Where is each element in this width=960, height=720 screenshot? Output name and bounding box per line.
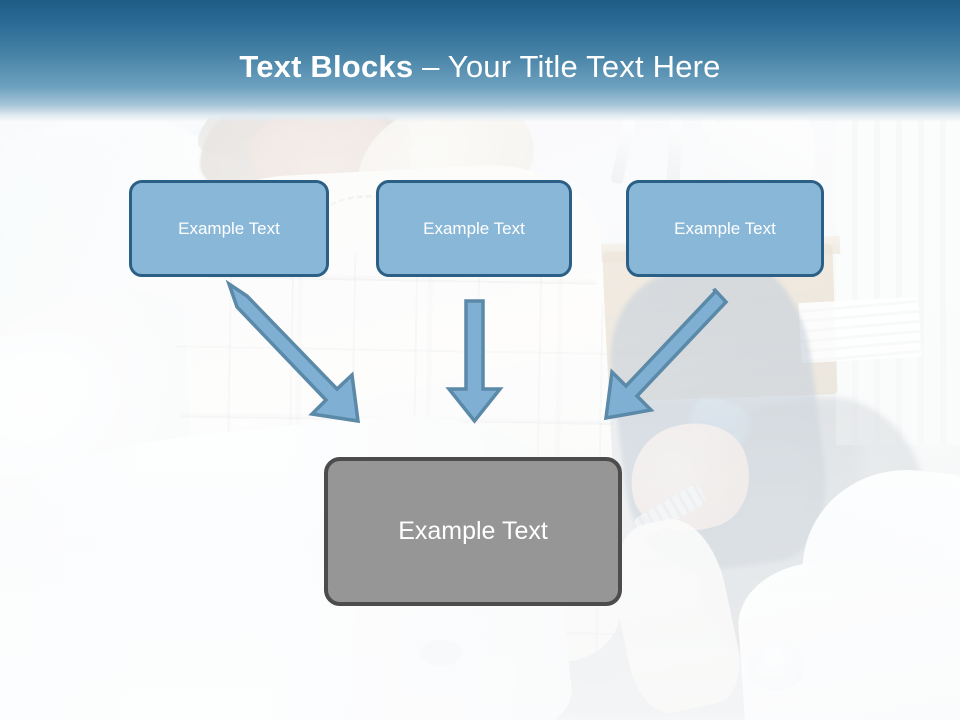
photo-towel-fold (734, 552, 960, 720)
text-block-3[interactable]: Example Text (626, 180, 824, 277)
page-title-separator: – (413, 49, 448, 84)
photo-chair-dimple (420, 640, 462, 666)
slide-header-band (0, 0, 960, 122)
text-block-summary[interactable]: Example Text (324, 457, 622, 606)
text-block-2[interactable]: Example Text (376, 180, 572, 277)
page-title-rest: Your Title Text Here (447, 49, 721, 84)
text-block-3-label: Example Text (674, 218, 776, 238)
photo-bowl (748, 640, 804, 690)
photo-window-blinds (836, 115, 960, 445)
photo-shelf-papers (798, 296, 922, 364)
page-title-bold: Text Blocks (239, 49, 414, 84)
text-block-2-label: Example Text (423, 218, 525, 238)
page-title: Text Blocks – Your Title Text Here (0, 48, 960, 86)
text-block-1[interactable]: Example Text (129, 180, 329, 277)
text-block-summary-label: Example Text (398, 517, 548, 545)
text-block-1-label: Example Text (178, 218, 280, 238)
